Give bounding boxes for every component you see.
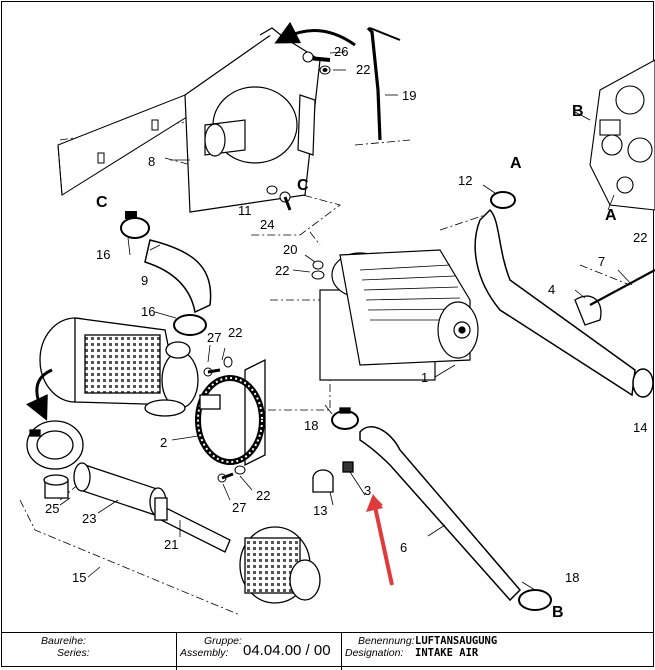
ref-B2: B [552, 604, 564, 621]
label-3: 3 [364, 483, 371, 498]
part-number-labels: 8 26 22 19 11 24 16 9 16 20 22 27 22 2 2… [45, 44, 647, 585]
label-27b: 27 [232, 500, 246, 515]
label-7: 7 [598, 254, 605, 269]
label-16a: 16 [96, 247, 110, 262]
ref-C1: C [96, 194, 108, 211]
part-18-clamp-lower [518, 589, 552, 611]
engine-block [589, 59, 655, 211]
label-18b: 18 [565, 570, 579, 585]
label-8: 8 [148, 154, 155, 169]
ref-B1: B [572, 103, 584, 120]
ref-C2: C [297, 177, 309, 194]
part-9-hose [144, 239, 212, 314]
part-18-3-13 [312, 407, 359, 493]
label-13: 13 [313, 503, 327, 518]
label-25: 25 [45, 501, 59, 516]
rail-plate [57, 94, 191, 196]
label-16b: 16 [141, 304, 155, 319]
part-19-handle [369, 27, 401, 41]
label-15: 15 [72, 570, 86, 585]
series-cell: Baureihe: Series: [1, 633, 176, 670]
label-22d: 22 [256, 488, 270, 503]
designation-cell: Benennung: Designation: LUFTANSAUGUNG IN… [341, 633, 654, 670]
designation-value-en: INTAKE AIR [415, 647, 479, 659]
label-20: 20 [283, 242, 297, 257]
part-2-bracket [195, 358, 266, 467]
part-19-rod [366, 26, 382, 141]
label-27a: 27 [207, 330, 221, 345]
rotate-arrow-top [274, 21, 356, 47]
group-cell: Gruppe: Assembly: 04.04.00 / 00 [176, 633, 341, 670]
label-6: 6 [400, 540, 407, 555]
group-label-en: Assembly: [180, 647, 229, 659]
label-18a: 18 [304, 418, 318, 433]
group-label-de: Gruppe: [204, 635, 242, 647]
designation-value-de: LUFTANSAUGUNG [415, 635, 498, 647]
label-21: 21 [164, 537, 178, 552]
air-filter-housing [39, 317, 199, 417]
rotate-arrow-left [26, 368, 53, 421]
part-11-24 [266, 185, 292, 211]
designation-label-de: Benennung: [358, 635, 415, 647]
part-1-hose [474, 208, 636, 397]
label-22c: 22 [228, 325, 242, 340]
label-24: 24 [260, 217, 274, 232]
highlight-arrow [366, 494, 394, 586]
filter-parts [26, 420, 321, 604]
part-27-22-fasteners [203, 356, 246, 483]
label-19: 19 [402, 88, 416, 103]
label-23: 23 [82, 511, 96, 526]
leader-lines [59, 51, 633, 591]
label-22a: 22 [356, 62, 370, 77]
series-label-de: Baureihe: [41, 635, 86, 647]
label-14: 14 [633, 420, 647, 435]
title-block: Baureihe: Series: Gruppe: Assembly: 04.0… [1, 632, 654, 670]
reference-letters: C C A A B B [96, 103, 617, 621]
label-2: 2 [160, 435, 167, 450]
series-label-en: Series: [57, 647, 90, 659]
electric-motor [319, 249, 479, 381]
group-value: 04.04.00 / 00 [243, 642, 331, 659]
label-4: 4 [548, 282, 555, 297]
ref-A2: A [605, 207, 617, 224]
part-12-clamp [490, 191, 516, 209]
part-1-hose-end [632, 368, 654, 398]
label-26: 26 [334, 44, 348, 59]
exploded-parts-diagram: 8 26 22 19 11 24 16 9 16 20 22 27 22 2 2… [19, 21, 655, 621]
label-22b: 22 [275, 263, 289, 278]
label-1: 1 [421, 370, 428, 385]
part-16-clamp-lower [173, 314, 207, 336]
part-16-clamp-upper [120, 211, 150, 239]
part-8-shield [184, 27, 321, 213]
label-12: 12 [458, 173, 472, 188]
label-22e: 22 [633, 230, 647, 245]
part-26-screw [302, 51, 331, 75]
ref-A1: A [510, 155, 522, 172]
part-6-hose [359, 426, 522, 602]
label-11: 11 [238, 203, 252, 218]
part-20-22 [311, 260, 325, 280]
label-9: 9 [141, 273, 148, 288]
designation-label-en: Designation: [345, 647, 404, 659]
part-7-bolt [589, 269, 655, 306]
